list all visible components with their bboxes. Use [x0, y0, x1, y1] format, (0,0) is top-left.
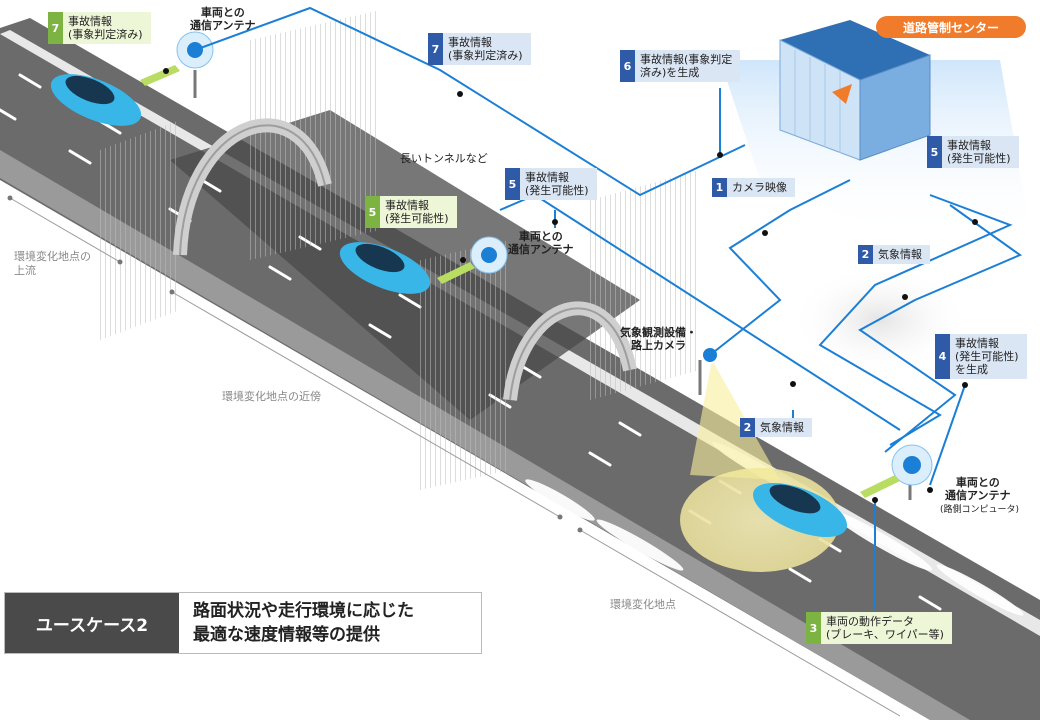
car-tunnel: [339, 242, 431, 294]
area-near-label: 環境変化地点の近傍: [222, 390, 321, 403]
vehicle-link-arrows: [140, 65, 900, 498]
control-center-building: [720, 20, 1030, 240]
antenna-top-label: 車両との 通信アンテナ: [190, 6, 256, 32]
car-top: [50, 74, 142, 126]
usecase-tag: ユースケース2: [5, 593, 179, 653]
label-accident-possibility-mid: 5 事故情報 (発生可能性): [505, 168, 597, 200]
weather-camera-label: 気象観測設備・ 路上カメラ: [620, 326, 697, 352]
road-control-center-badge: 道路管制センター: [876, 16, 1026, 38]
antenna-right-icon: [891, 444, 933, 500]
usecase-title: 路面状況や走行環境に応じた 最適な速度情報等の提供: [193, 601, 414, 645]
label-accident-confirmed-top: 7 事故情報 (事象判定済み): [428, 33, 531, 65]
antenna-right-label: 車両との 通信アンテナ: [945, 476, 1011, 502]
usecase-box: ユースケース2 路面状況や走行環境に応じた 最適な速度情報等の提供: [4, 592, 482, 654]
long-tunnel-label: 長いトンネルなど: [400, 152, 488, 165]
label-accident-possibility-tunnel: 5 事故情報 (発生可能性): [365, 196, 457, 228]
label-accident-possibility-right: 5 事故情報 (発生可能性): [927, 136, 1019, 168]
label-accident-confirmed-left: 7 事故情報 (事象判定済み): [48, 12, 151, 44]
label-vehicle-operation-data: 3 車両の動作データ (ブレーキ、ワイパー等): [806, 612, 952, 644]
label-accident-generate-possibility: 4 事故情報 (発生可能性) を生成: [935, 334, 1027, 379]
area-upstream-label: 環境変化地点の 上流: [14, 250, 91, 277]
car-bottom: [752, 482, 848, 538]
label-camera-video: 1 カメラ映像: [712, 178, 795, 197]
antenna-right-sublabel: (路側コンピュータ): [940, 505, 1020, 515]
area-point-label: 環境変化地点: [610, 598, 676, 611]
antenna-mid-icon: [470, 236, 508, 274]
label-accident-generate-confirmed: 6 事故情報(事象判定 済み)を生成: [620, 50, 741, 82]
label-weather-road: 2 気象情報: [740, 418, 812, 437]
label-weather-right: 2 気象情報: [858, 245, 930, 264]
antenna-top-icon: [176, 31, 214, 98]
tunnel-walls: [100, 10, 700, 490]
antenna-mid-label: 車両との 通信アンテナ: [508, 230, 574, 256]
